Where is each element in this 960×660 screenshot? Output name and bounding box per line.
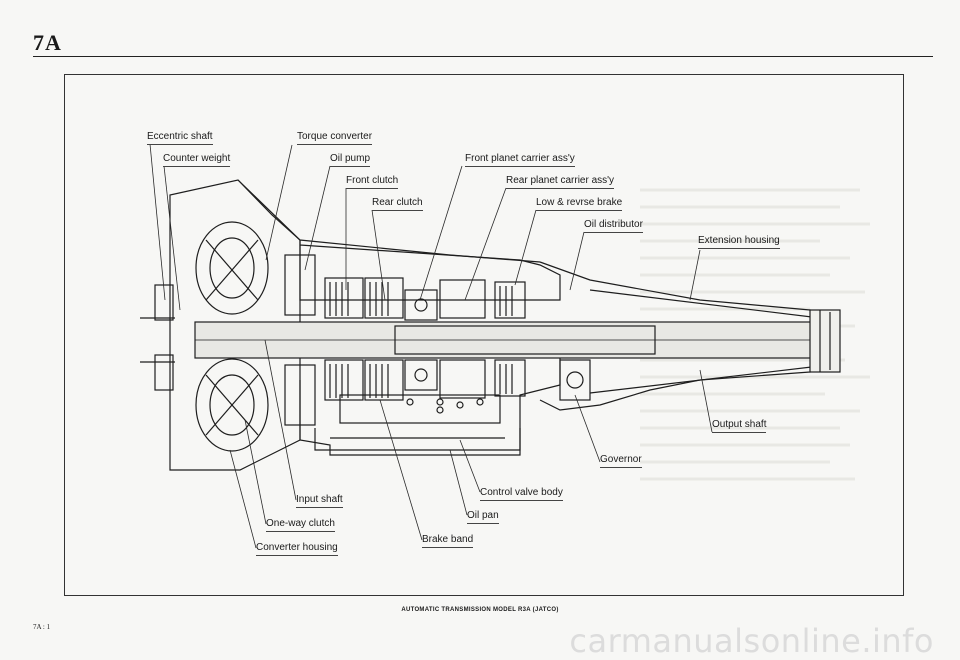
torque-converter-upper (195, 221, 269, 315)
figure-caption: AUTOMATIC TRANSMISSION MODEL R3A (JATCO) (401, 607, 559, 613)
label-oil-distributor: Oil distributor (584, 219, 643, 233)
diagram-frame (64, 74, 904, 596)
header-rule (33, 56, 933, 57)
label-control-valve-body: Control valve body (480, 487, 563, 501)
control-valve-body-block (339, 394, 501, 424)
oil-pump-body (284, 254, 316, 316)
label-output-shaft: Output shaft (712, 419, 767, 433)
label-oil-pan: Oil pan (467, 510, 499, 524)
label-extension-housing: Extension housing (698, 235, 780, 249)
label-low-reverse-brake: Low & revrse brake (536, 197, 623, 211)
main-case-lower (299, 350, 561, 456)
torque-converter-lower (195, 358, 269, 452)
label-converter-housing: Converter housing (256, 542, 338, 556)
page-number: 7A : 1 (33, 623, 51, 631)
clutch-packs-lower (324, 359, 526, 401)
label-front-clutch: Front clutch (346, 175, 399, 189)
label-rear-planet-carrier: Rear planet carrier ass'y (506, 175, 615, 189)
front-planet-set (404, 289, 438, 321)
label-brake-band: Brake band (422, 534, 474, 548)
section-title: 7A (33, 30, 62, 55)
label-rear-clutch: Rear clutch (372, 197, 423, 211)
clutch-packs-upper (324, 277, 526, 319)
site-watermark: carmanualsonline.info (569, 622, 934, 660)
label-front-planet-carrier: Front planet carrier ass'y (465, 153, 575, 167)
label-eccentric-shaft: Eccentric shaft (147, 131, 213, 145)
oil-pan-outline (314, 428, 521, 451)
output-shaft-end (809, 309, 841, 373)
label-torque-converter: Torque converter (297, 131, 373, 145)
label-one-way-clutch: One-way clutch (266, 518, 335, 532)
label-counter-weight: Counter weight (163, 153, 231, 167)
main-case-upper (299, 240, 561, 301)
label-input-shaft: Input shaft (296, 494, 343, 508)
label-oil-pump: Oil pump (330, 153, 371, 167)
governor-body (559, 359, 591, 401)
label-governor: Governor (600, 454, 642, 468)
